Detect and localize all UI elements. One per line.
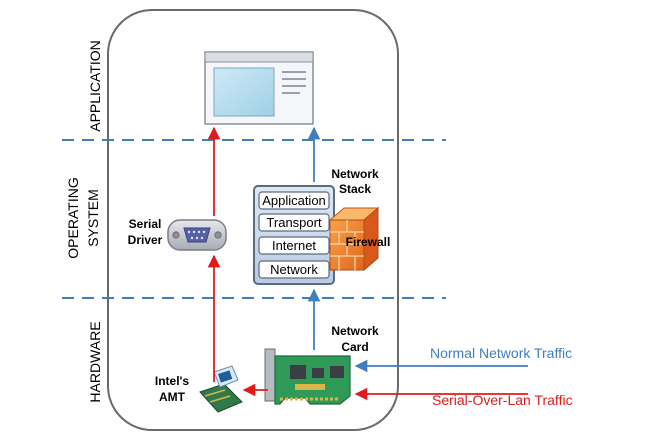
stack-layer-internet: [258, 236, 330, 255]
firewall-brick-icon: [328, 206, 380, 272]
application-window-icon: [204, 51, 314, 125]
stack-layer-transport: [258, 213, 330, 232]
network-stack-title-line1: Network: [331, 167, 379, 181]
layer-label-system: SYSTEM: [85, 189, 101, 247]
stack-layer-application: [258, 191, 330, 210]
stack-layer-application-label: Application: [262, 193, 326, 208]
serial-driver-label-line1: Serial: [129, 217, 162, 231]
layer-label-hardware: HARDWARE: [87, 321, 103, 402]
serial-over-lan-traffic-label: Serial-Over-Lan Traffic: [432, 392, 573, 408]
amt-label-line2: AMT: [159, 390, 186, 404]
firewall-label: Firewall: [346, 235, 391, 249]
network-stack: Application Transport Internet Network: [253, 185, 335, 285]
normal-traffic-label: Normal Network Traffic: [430, 345, 572, 361]
stack-layer-network-label: Network: [270, 262, 318, 277]
stack-layer-transport-label: Transport: [266, 215, 322, 230]
layer-label-operating: OPERATING: [65, 177, 81, 258]
network-stack-title-line2: Stack: [339, 182, 371, 196]
serial-port-icon: [167, 219, 227, 251]
stack-layer-network: [258, 260, 330, 279]
network-card-label-line1: Network: [331, 324, 379, 338]
amt-label-line1: Intel's: [155, 374, 190, 388]
network-card-icon: [264, 348, 351, 405]
network-card-label-line2: Card: [341, 340, 368, 354]
amt-chip-icon: [199, 365, 243, 413]
layer-label-application: APPLICATION: [87, 40, 103, 132]
serial-driver-label-line2: Driver: [128, 233, 163, 247]
stack-layer-internet-label: Internet: [272, 238, 316, 253]
